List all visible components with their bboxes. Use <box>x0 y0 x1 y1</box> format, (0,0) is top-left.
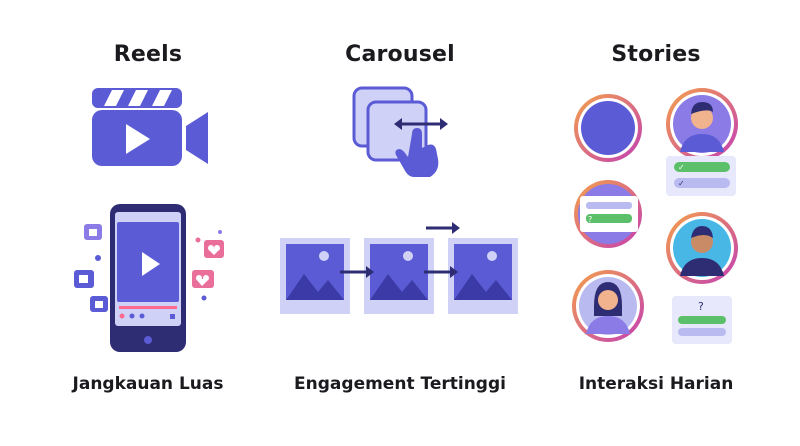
question-sticker-icon: ? <box>574 180 642 248</box>
like-icon <box>74 270 94 288</box>
like-icon <box>90 296 108 312</box>
carousel-caption: Engagement Tertinggi <box>294 374 506 394</box>
video-camera-icon <box>92 88 208 166</box>
image-icon <box>448 238 518 314</box>
smartphone-icon <box>74 204 224 352</box>
poll-sticker-icon: ✓ ✓ <box>666 156 736 196</box>
avatar-icon <box>666 88 738 160</box>
reels-title: Reels <box>113 42 183 67</box>
image-icon <box>280 238 350 314</box>
play-icon <box>126 124 150 154</box>
stacked-cards-icon <box>352 86 448 177</box>
heart-icon <box>204 240 224 258</box>
swipe-hand-icon <box>395 128 439 177</box>
svg-text:?: ? <box>698 300 704 313</box>
like-icon <box>84 224 102 240</box>
svg-text:✓: ✓ <box>678 179 685 188</box>
heart-icon <box>192 270 214 288</box>
avatar-icon <box>666 212 738 284</box>
stories-collage: ✓ ✓ ? ? <box>572 88 738 344</box>
stories-title: Stories <box>611 42 701 67</box>
svg-text:?: ? <box>588 215 592 224</box>
image-icon <box>364 238 434 314</box>
check-mark: ✓ <box>678 163 685 172</box>
reels-caption: Jangkauan Luas <box>72 374 224 394</box>
carousel-title: Carousel <box>345 42 455 67</box>
story-ring-icon <box>574 94 642 162</box>
image-carousel <box>280 222 518 314</box>
stories-caption: Interaksi Harian <box>578 374 734 394</box>
avatar-icon <box>572 270 644 342</box>
poll-sticker-icon: ? <box>672 296 732 344</box>
